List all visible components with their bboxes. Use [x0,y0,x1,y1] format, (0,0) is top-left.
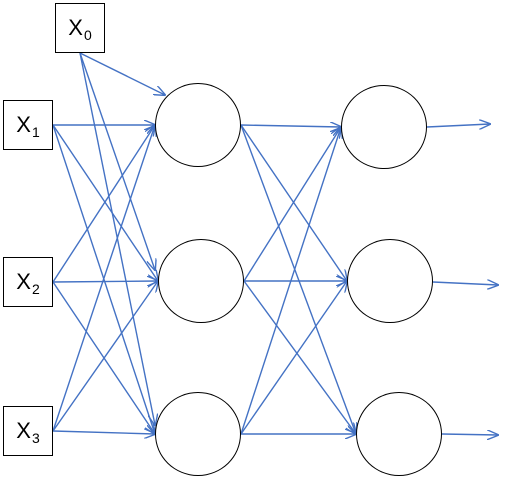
edge-x2-h2 [52,281,158,282]
input-label-x1: X [16,112,31,137]
hidden-node-2 [158,239,244,323]
input-label-x0: X [68,15,83,40]
output-node-1 [341,85,427,169]
edge-h1-o2 [240,124,347,281]
output-arrow-3 [441,434,498,435]
edge-x0-h1 [79,52,165,95]
edge-h3-o1 [240,127,341,435]
output-arrow-2 [432,282,498,285]
input-subscript-x1: 1 [31,124,40,140]
edge-h2-o3 [243,280,356,434]
edge-x1-h2 [52,124,158,281]
edge-x2-h1 [52,125,155,283]
edge-h2-o1 [243,127,341,282]
edge-x3-h3 [52,431,155,434]
output-node-3 [356,392,442,476]
output-arrow-1 [426,124,490,127]
edge-x3-h2 [52,281,158,432]
input-label-x3: X [16,418,31,443]
input-subscript-x3: 3 [31,430,40,446]
hidden-node-3 [155,392,241,476]
edge-x0-h2 [79,52,155,270]
edge-x3-h1 [52,125,155,432]
edge-h1-o1 [240,125,341,127]
edge-h1-o3 [240,124,356,434]
input-subscript-x0: 0 [83,27,92,43]
input-subscript-x2: 2 [31,281,40,297]
output-node-2 [347,239,433,323]
hidden-node-1 [155,83,241,167]
input-label-x2: X [16,269,31,294]
edge-h3-o2 [240,281,347,435]
